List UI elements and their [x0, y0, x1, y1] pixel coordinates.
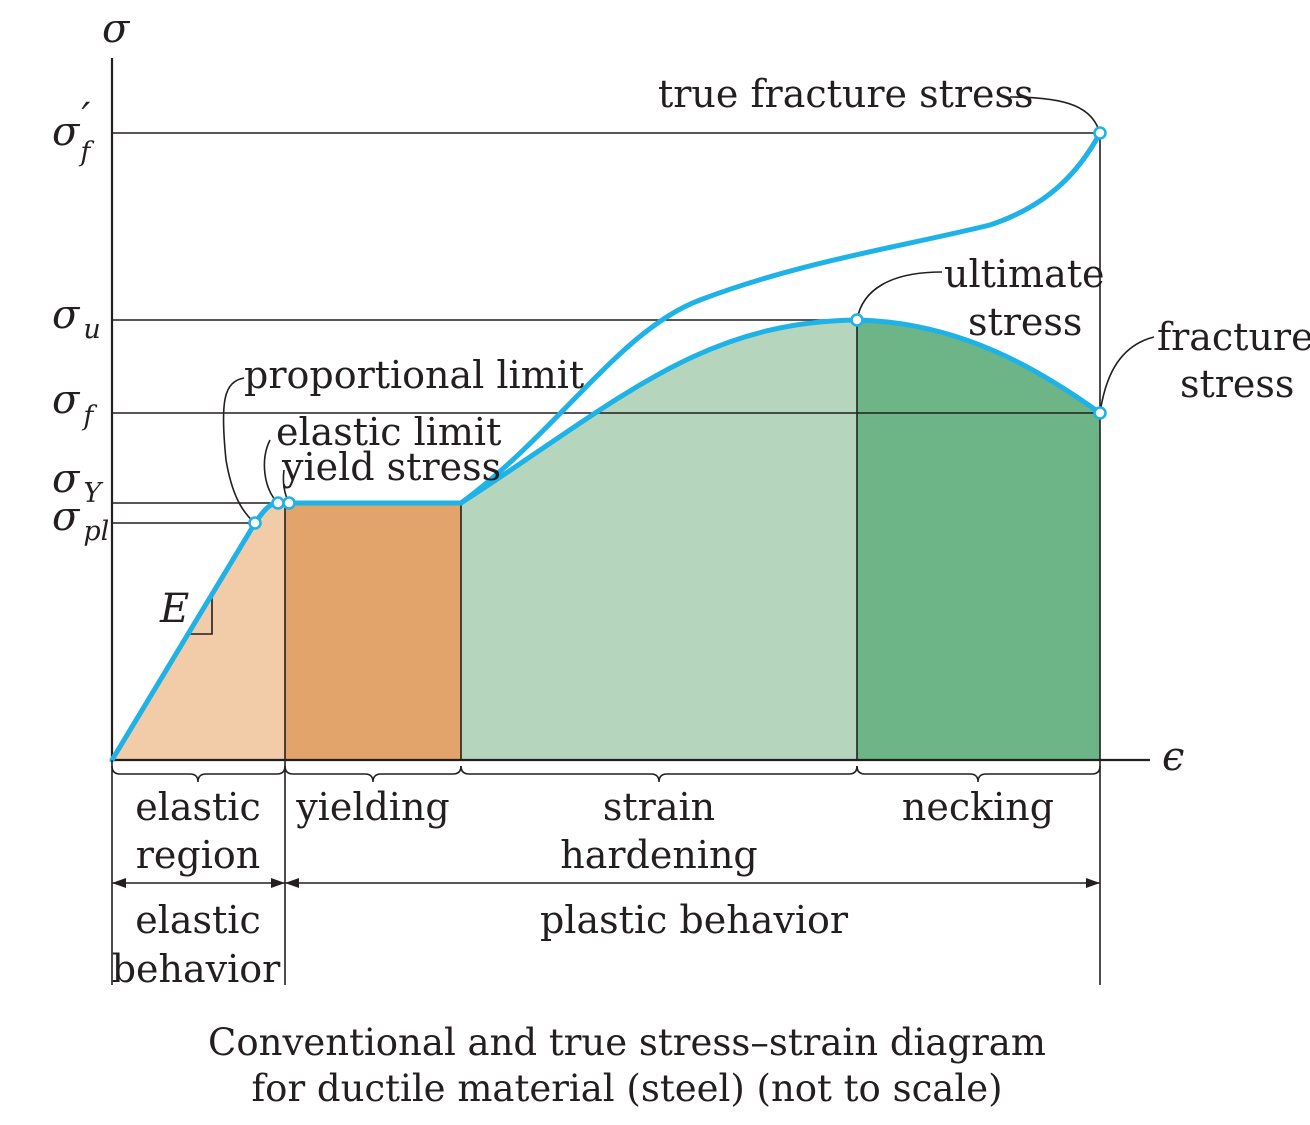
x-axis-symbol: ϵ	[1162, 734, 1184, 780]
behavior-arrows	[111, 760, 1100, 985]
true-stress-curve	[458, 130, 1103, 506]
elastic-region-label-1: elastic	[135, 785, 261, 829]
fracture-stress-point	[1093, 406, 1107, 420]
elastic-behavior-label-2: behavior	[112, 947, 281, 991]
stress-reference-lines	[112, 132, 1100, 524]
yield-stress-point	[282, 496, 296, 510]
arrow-head-icon	[285, 878, 299, 888]
ultimate-stress-label-2: stress	[968, 300, 1082, 344]
elastic-limit-label: elastic limit	[276, 410, 501, 454]
plastic-behavior-label: plastic behavior	[540, 898, 849, 942]
necking-region-label: necking	[902, 785, 1054, 829]
caption-line-2: for ductile material (steel) (not to sca…	[251, 1067, 1002, 1110]
necking-region-fill	[857, 320, 1100, 760]
region-dividers	[284, 133, 1101, 985]
strain-hardening-region-fill	[461, 320, 857, 760]
key-points	[248, 126, 1107, 530]
strain-hardening-label-2: hardening	[560, 833, 758, 877]
y-axis-symbol: σ	[102, 6, 131, 52]
region-braces	[111, 765, 1101, 783]
modulus-triangle-icon	[188, 596, 213, 635]
proportional-limit-label: proportional limit	[244, 353, 584, 397]
caption-line-1: Conventional and true stress–strain diag…	[208, 1021, 1046, 1064]
fracture-stress-label-2: stress	[1180, 362, 1294, 406]
strain-hardening-label-1: strain	[603, 785, 715, 829]
true-fracture-stress-label: true fracture stress	[658, 72, 1034, 116]
elastic-region-label-2: region	[136, 833, 260, 877]
proportional-limit-point	[248, 516, 262, 530]
label-true-fracture-stress: σ′f	[52, 95, 94, 168]
modulus-label: E	[159, 586, 189, 632]
true-fracture-point	[1093, 126, 1107, 140]
yielding-region-label: yielding	[295, 785, 450, 829]
arrow-head-icon	[112, 878, 126, 888]
yielding-region-fill	[285, 503, 461, 760]
arrow-head-icon	[271, 878, 285, 888]
arrow-head-icon	[1086, 878, 1100, 888]
fracture-stress-label-1: fracture	[1157, 315, 1310, 359]
elastic-behavior-label-1: elastic	[135, 898, 261, 942]
yield-stress-label: yield stress	[281, 445, 501, 489]
elastic-region-fill	[112, 503, 285, 760]
ultimate-stress-label-1: ultimate	[944, 252, 1105, 296]
elastic-limit-point	[271, 496, 285, 510]
ultimate-stress-point	[850, 313, 864, 327]
